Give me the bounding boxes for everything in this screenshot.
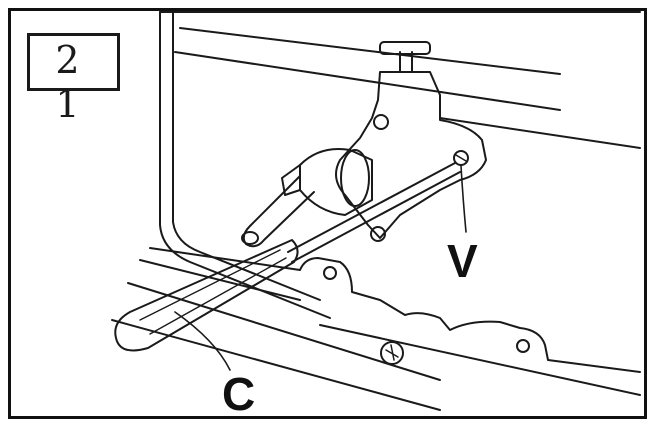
plate-hole-right: [516, 339, 530, 353]
valve-top-stem: [399, 51, 413, 73]
plate-screw: [380, 341, 404, 365]
bottom-plate: [149, 247, 641, 373]
leader-c: [174, 311, 231, 371]
panel-rail-upper: [179, 27, 561, 75]
valve-screw-top: [373, 114, 389, 130]
valve-body: [335, 71, 487, 239]
valve-ring: [340, 149, 370, 207]
valve-top-cap: [379, 41, 431, 55]
illustration-frame: [8, 8, 647, 419]
surface-line-3: [111, 319, 441, 411]
bypass-screw: [453, 150, 469, 166]
screwdriver-shaft: [287, 162, 461, 263]
callout-v-label: V: [447, 235, 478, 287]
figure-number-badge: 2 1: [27, 33, 120, 126]
valve-spindle: [242, 175, 315, 248]
surface-line-4: [319, 324, 641, 396]
appliance-panel: [159, 11, 331, 319]
valve-collar: [299, 148, 373, 216]
callout-c-label: C: [222, 368, 256, 420]
figure-number: 2 1: [55, 38, 92, 126]
valve-flange: [281, 164, 301, 196]
plate-hole-left: [323, 266, 337, 280]
leader-v: [460, 165, 467, 233]
valve-screw-bottom: [370, 226, 386, 242]
panel-rail-mid: [439, 117, 641, 149]
panel-rail-lower: [174, 51, 561, 111]
panel-inner-edge: [172, 11, 321, 301]
screwdriver-handle: [114, 239, 299, 352]
